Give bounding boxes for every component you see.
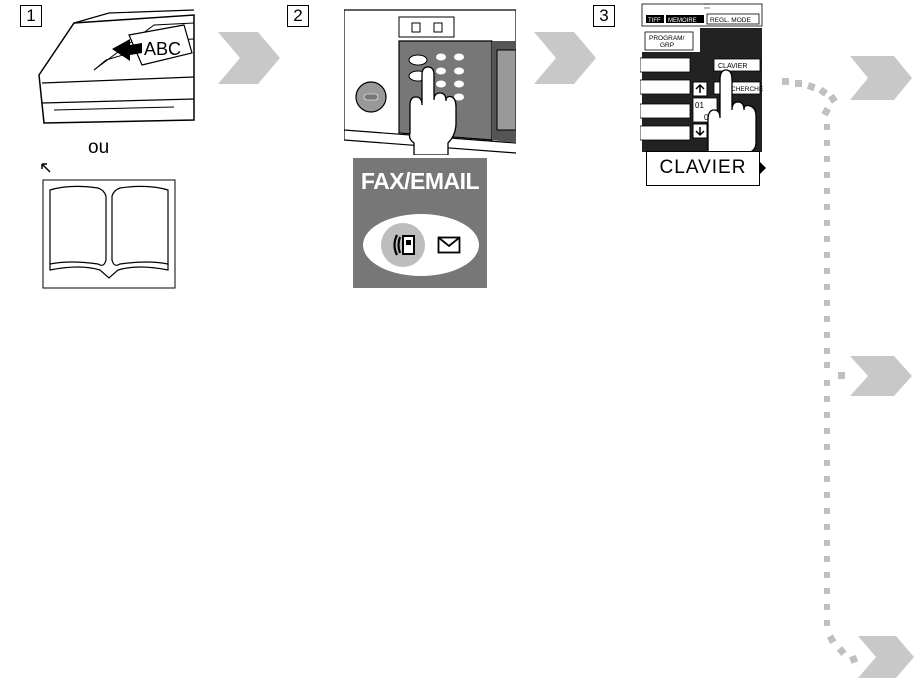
triangle-pointer-icon bbox=[759, 161, 766, 175]
document-label: ABC bbox=[144, 39, 181, 59]
button-program-grp: PROGRAM/ bbox=[649, 35, 685, 42]
branch-arrow-top bbox=[850, 56, 912, 100]
fax-email-title: FAX/EMAIL bbox=[360, 168, 480, 194]
step-number-2: 2 bbox=[287, 5, 309, 27]
branch-arrow-bottom bbox=[858, 636, 914, 678]
clavier-button[interactable]: CLAVIER bbox=[646, 151, 760, 186]
fax-icon[interactable] bbox=[391, 232, 417, 258]
screen-clavier-button: CLAVIER bbox=[718, 63, 747, 70]
next-step-arrow-1 bbox=[218, 32, 280, 84]
counter-1: 01 bbox=[695, 101, 704, 110]
book-on-platen-illustration bbox=[41, 163, 176, 289]
tab-tiff: TIFF bbox=[648, 18, 661, 24]
step-number-1: 1 bbox=[20, 5, 42, 27]
touch-screen-illustration: TIFF MEMOIRE REGL. MODE PROGRAM/ GRP 01 … bbox=[640, 2, 764, 152]
email-icon[interactable] bbox=[437, 236, 461, 254]
dotted-flow-path bbox=[782, 78, 859, 664]
tab-regl-mode: REGL. MODE bbox=[710, 17, 751, 24]
branch-arrow-middle bbox=[850, 356, 912, 396]
next-step-arrow-2 bbox=[534, 32, 596, 84]
screen-recherche-button: RECHERCHE bbox=[722, 86, 764, 93]
mode-selector-oval bbox=[363, 214, 479, 276]
fax-email-panel: FAX/EMAIL bbox=[353, 158, 487, 288]
control-panel-illustration bbox=[344, 9, 516, 155]
alternative-label: ou bbox=[88, 137, 110, 158]
step-number-3: 3 bbox=[593, 5, 615, 27]
tab-memoire: MEMOIRE bbox=[668, 18, 697, 24]
document-feeder-illustration: ABC bbox=[38, 9, 195, 124]
svg-text:GRP: GRP bbox=[660, 42, 674, 49]
